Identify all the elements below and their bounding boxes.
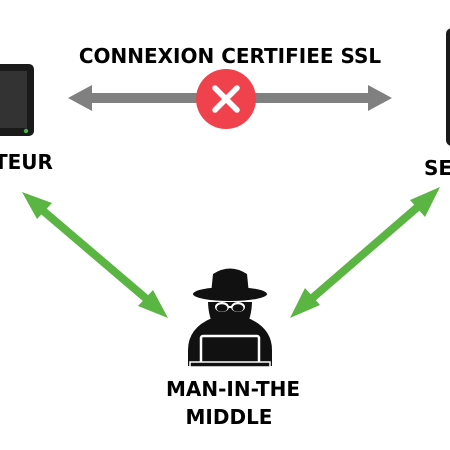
tablet-icon	[0, 64, 34, 136]
close-icon	[196, 69, 256, 129]
server-label: SE	[424, 156, 450, 180]
ssl-connection-title: CONNEXION CERTIFIEE SSL	[79, 44, 382, 68]
server-mitm-arrow	[290, 187, 440, 318]
attacker-label-line1: MAN-IN-THE	[166, 377, 300, 401]
client-mitm-arrow	[22, 192, 168, 318]
attacker-label-line2: MIDDLE	[186, 405, 273, 429]
server-icon	[446, 28, 450, 146]
client-label: TEUR	[0, 150, 53, 174]
hacker-icon	[188, 268, 272, 368]
